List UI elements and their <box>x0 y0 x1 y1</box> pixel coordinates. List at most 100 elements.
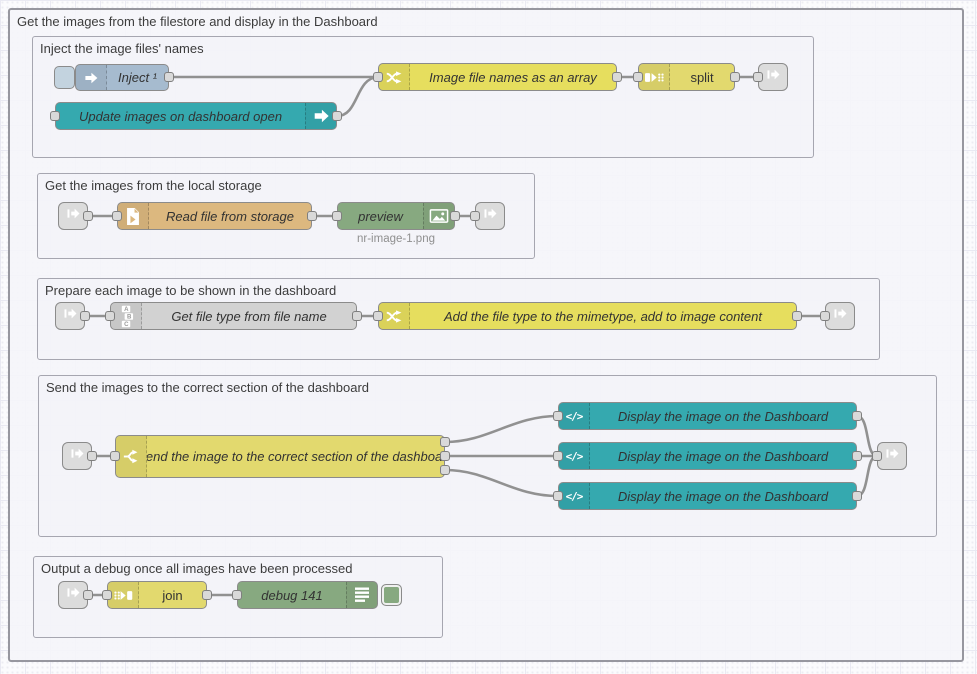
node-link-out[interactable] <box>475 202 505 230</box>
shuffle-arrows-icon <box>379 303 410 329</box>
port-out[interactable] <box>852 451 862 461</box>
console-lines-icon <box>346 582 377 608</box>
group-title: Inject the image files' names <box>40 41 204 56</box>
node-inject[interactable]: Inject ¹ <box>75 64 169 91</box>
wire[interactable] <box>443 414 560 444</box>
link-arrow-icon <box>70 446 85 466</box>
port-in[interactable] <box>753 72 763 82</box>
node-label: Add the file type to the mimetype, add t… <box>444 308 762 324</box>
link-arrow-icon <box>66 585 81 605</box>
port-in[interactable] <box>102 590 112 600</box>
node-split[interactable]: split <box>638 63 735 91</box>
port-in[interactable] <box>50 111 60 121</box>
group-title: Get the images from the local storage <box>45 178 262 193</box>
port-out[interactable] <box>730 72 740 82</box>
port-out[interactable] <box>307 211 317 221</box>
node-link-in[interactable] <box>62 442 92 470</box>
group-title: Output a debug once all images have been… <box>41 561 353 576</box>
debug-toggle-button[interactable] <box>381 584 402 606</box>
port-in[interactable] <box>232 590 242 600</box>
arrow-right-icon <box>305 103 336 129</box>
node-label: Inject ¹ <box>117 70 157 85</box>
port-out[interactable] <box>83 211 93 221</box>
port-in[interactable] <box>373 72 383 82</box>
node-ui-template-display-2[interactable]: </> Display the image on the Dashboard <box>558 442 857 470</box>
link-arrow-icon <box>885 446 900 466</box>
port-out[interactable] <box>852 411 862 421</box>
split-icon <box>639 64 670 90</box>
port-out[interactable] <box>440 465 450 475</box>
join-icon <box>108 582 139 608</box>
svg-text:A: A <box>124 306 129 313</box>
node-status-text: nr-image-1.png <box>357 233 435 245</box>
port-out[interactable] <box>202 590 212 600</box>
port-out[interactable] <box>87 451 97 461</box>
node-debug[interactable]: debug 141 <box>237 581 378 609</box>
port-out[interactable] <box>612 72 622 82</box>
node-file-read[interactable]: Read file from storage <box>117 202 312 230</box>
node-label: Send the image to the correct section of… <box>147 449 444 464</box>
port-in[interactable] <box>110 451 120 461</box>
port-in[interactable] <box>553 411 563 421</box>
port-in[interactable] <box>820 311 830 321</box>
port-out[interactable] <box>792 311 802 321</box>
node-label: split <box>690 69 714 85</box>
node-ui-control-update-images[interactable]: Update images on dashboard open <box>55 102 337 130</box>
node-label: Image file names as an array <box>429 69 597 85</box>
wire[interactable] <box>443 468 560 498</box>
document-icon <box>118 203 149 229</box>
port-out[interactable] <box>440 451 450 461</box>
link-arrow-icon <box>833 306 848 326</box>
port-out[interactable] <box>83 590 93 600</box>
port-in[interactable] <box>872 451 882 461</box>
node-function-image-file-names[interactable]: Image file names as an array <box>378 63 617 91</box>
group-inject-names[interactable]: Inject the image files' names <box>32 36 814 158</box>
picture-icon <box>423 203 454 229</box>
port-in[interactable] <box>373 311 383 321</box>
node-image-preview[interactable]: preview <box>337 202 455 230</box>
port-out[interactable] <box>352 311 362 321</box>
node-switch-send-image[interactable]: Send the image to the correct section of… <box>115 435 445 478</box>
port-out[interactable] <box>80 311 90 321</box>
link-arrow-icon <box>483 206 498 226</box>
arrow-right-icon <box>76 65 107 90</box>
group-title: Get the images from the filestore and di… <box>17 14 378 29</box>
shuffle-arrows-icon <box>379 64 410 90</box>
port-in[interactable] <box>553 491 563 501</box>
group-title: Send the images to the correct section o… <box>46 380 370 395</box>
port-in[interactable] <box>553 451 563 461</box>
node-label: preview <box>358 208 403 224</box>
link-arrow-icon <box>66 206 81 226</box>
port-out[interactable] <box>440 437 450 447</box>
inject-button[interactable] <box>54 66 75 89</box>
port-in[interactable] <box>633 72 643 82</box>
svg-text:C: C <box>124 321 129 328</box>
node-label: Get file type from file name <box>171 308 327 324</box>
port-out[interactable] <box>450 211 460 221</box>
node-ui-template-display-1[interactable]: </> Display the image on the Dashboard <box>558 402 857 430</box>
port-out[interactable] <box>332 111 342 121</box>
fork-icon <box>116 436 147 477</box>
node-label: Display the image on the Dashboard <box>617 448 829 464</box>
svg-text:B: B <box>126 313 131 320</box>
port-out[interactable] <box>852 491 862 501</box>
link-arrow-icon <box>63 306 78 326</box>
link-arrow-icon <box>766 67 781 87</box>
port-in[interactable] <box>112 211 122 221</box>
node-ui-template-display-3[interactable]: </> Display the image on the Dashboard <box>558 482 857 510</box>
port-in[interactable] <box>332 211 342 221</box>
port-in[interactable] <box>105 311 115 321</box>
port-out[interactable] <box>164 72 174 82</box>
node-function-add-file-type[interactable]: Add the file type to the mimetype, add t… <box>378 302 797 330</box>
port-in[interactable] <box>470 211 480 221</box>
code-brackets-icon: </> <box>559 483 590 509</box>
wire[interactable] <box>335 75 380 118</box>
node-join[interactable]: join <box>107 581 207 609</box>
code-brackets-icon: </> <box>559 403 590 429</box>
group-title: Prepare each image to be shown in the da… <box>45 283 337 298</box>
code-brackets-icon: </> <box>559 443 590 469</box>
node-label: Update images on dashboard open <box>78 108 283 124</box>
